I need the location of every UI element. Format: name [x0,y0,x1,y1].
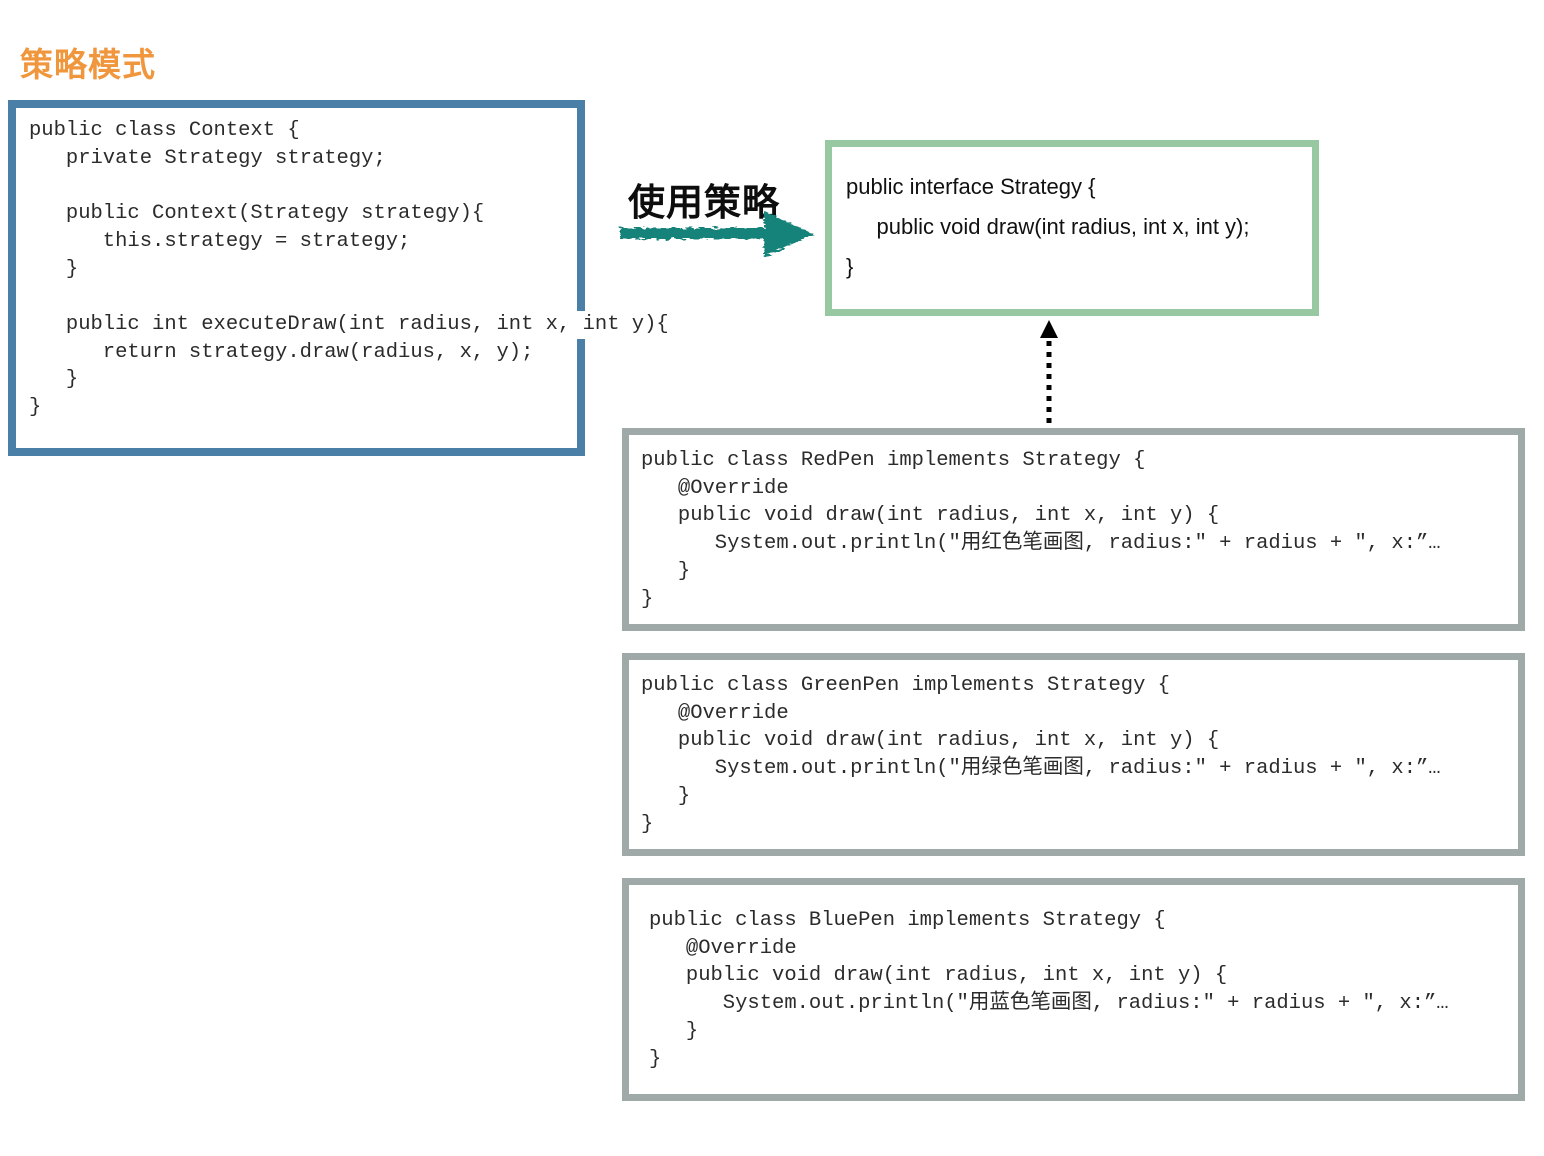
redpen-code-box: public class RedPen implements Strategy … [622,428,1525,631]
code-line: public void draw(int radius, int x, int … [846,214,1250,239]
code-line: } [29,366,79,395]
use-strategy-arrow-icon [620,211,814,257]
code-line: @Override [649,934,797,963]
code-line: @Override [641,699,789,728]
code-line: } [29,255,79,284]
code-line [29,283,42,311]
code-line: public void draw(int radius, int x, int … [649,962,1228,991]
code-line [29,172,42,201]
code-line: System.out.println("用绿色笔画图, radius:" + r… [641,755,1441,783]
context-code-box: public class Context { private Strategy … [8,100,669,456]
code-line: } [29,394,42,422]
code-line: } [641,557,691,586]
code-line: } [649,1045,662,1074]
code-line: public void draw(int radius, int x, int … [641,502,1220,531]
bluepen-code-box: public class BluePen implements Strategy… [622,878,1525,1101]
bluepen-code: public class BluePen implements Strategy… [629,885,1518,1074]
code-line: public class BluePen implements Strategy… [649,907,1166,935]
code-line: System.out.println("用红色笔画图, radius:" + r… [641,530,1441,558]
code-line: @Override [641,474,789,503]
code-line: public void draw(int radius, int x, int … [641,727,1220,756]
code-line: public interface Strategy { [846,174,1096,199]
code-line: public class GreenPen implements Strateg… [641,672,1170,700]
code-line: public Context(Strategy strategy){ [29,200,485,228]
code-line: public class Context { [29,117,300,145]
strategy-interface-box: public interface Strategy { public void … [825,140,1319,316]
page-title: 策略模式 [20,46,156,83]
code-line: public class RedPen implements Strategy … [641,447,1146,475]
code-line: } [641,782,691,811]
use-strategy-label: 使用策略 [628,182,780,223]
context-code: public class Context { private Strategy … [16,108,669,422]
code-line: private Strategy strategy; [29,144,386,173]
code-line: System.out.println("用蓝色笔画图, radius:" + r… [649,990,1449,1018]
greenpen-code-box: public class GreenPen implements Strateg… [622,653,1525,856]
code-line: this.strategy = strategy; [29,227,411,256]
greenpen-code: public class GreenPen implements Strateg… [629,660,1518,839]
implements-arrow-icon [1040,320,1058,426]
code-line: } [649,1017,699,1046]
redpen-code: public class RedPen implements Strategy … [629,435,1518,614]
code-line: public int executeDraw(int radius, int x… [29,310,669,339]
code-line: } [641,810,654,839]
strategy-interface-code: public interface Strategy { public void … [832,147,1312,287]
code-line: } [846,254,854,279]
code-line: return strategy.draw(radius, x, y); [29,338,534,367]
code-line: } [641,585,654,614]
